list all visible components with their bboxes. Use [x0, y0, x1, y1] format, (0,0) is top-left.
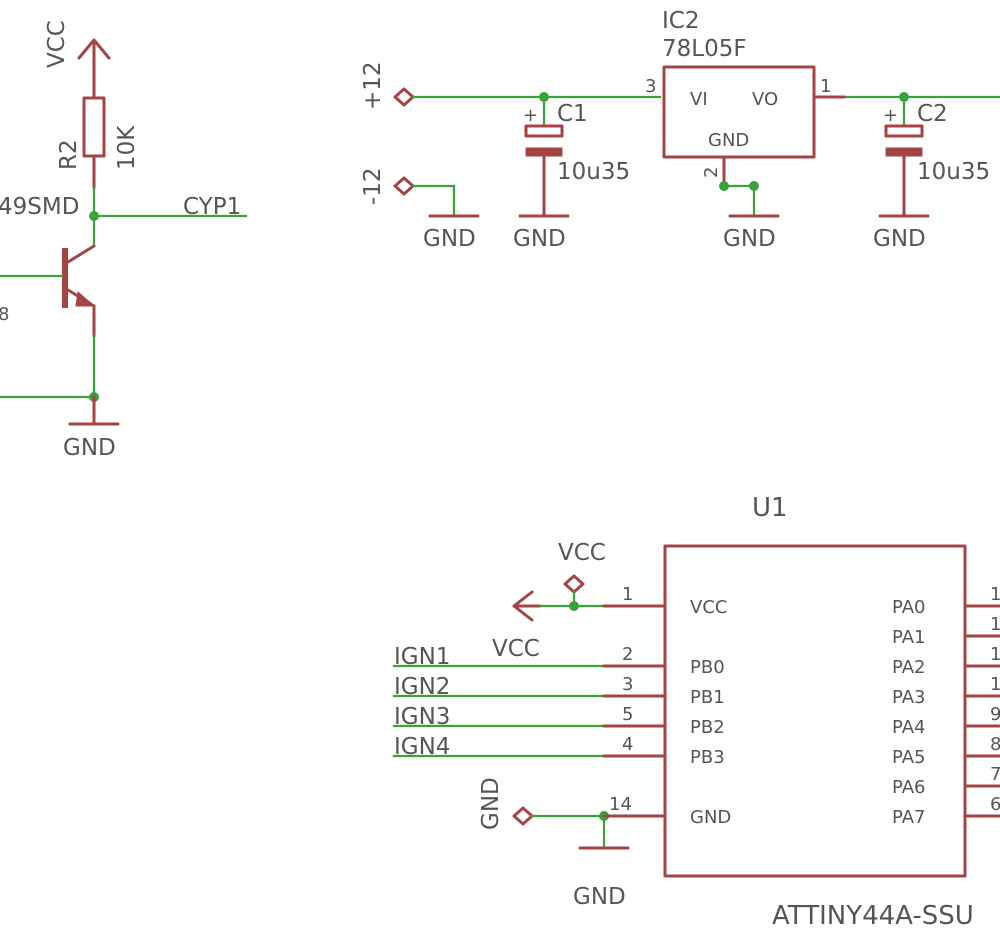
u1-pin-name: PA2	[892, 657, 925, 678]
vcc-arrow-symbol	[512, 590, 542, 622]
capacitor-c2-value: 10u35	[917, 159, 990, 185]
u1-pin-number: 4	[622, 734, 633, 755]
port-minus12-label: -12	[360, 167, 386, 205]
ign1-label: IGN1	[394, 644, 450, 670]
u1-pin-name: PB2	[690, 717, 725, 738]
ground-label: GND	[873, 226, 926, 252]
capacitor-c2-polarity: +	[883, 105, 898, 126]
vcc-port-symbol	[563, 574, 585, 594]
ground-label: GND	[513, 226, 566, 252]
junction-dot	[89, 211, 99, 221]
u1-pin-name: PA3	[892, 687, 925, 708]
ic2-pin-gnd-number: 2	[701, 167, 722, 178]
ign4-label: IGN4	[394, 734, 450, 760]
u1-name: U1	[752, 493, 788, 523]
ic2-pin-vi: VI	[690, 89, 708, 110]
port-plus12-label: +12	[360, 61, 386, 110]
ic2-pin-gnd: GND	[708, 130, 749, 151]
u1-pin-name: PA0	[892, 597, 925, 618]
u1-pin-name: PA1	[892, 627, 925, 648]
transistor-emitter-arrow	[75, 291, 96, 307]
capacitor-c2-name: C2	[917, 101, 948, 127]
u1-pin-number: 2	[622, 644, 633, 665]
vcc-arrow-symbol	[77, 38, 111, 100]
u1-pin-name: PB0	[690, 657, 725, 678]
capacitor-c1-name: C1	[557, 101, 588, 127]
ign3-label: IGN3	[394, 704, 450, 730]
u1-pin-number: 8	[990, 734, 1000, 755]
resistor-r2-value: 10K	[114, 125, 140, 170]
u1-pin-name: PB1	[690, 687, 725, 708]
capacitor-c1-plate	[524, 124, 564, 138]
ground-label: GND	[63, 435, 116, 461]
u1-right-pins: PA0 PA1 PA2 PA3 PA4 PA5 PA6 PA7 1 1 1 1 …	[892, 584, 1000, 828]
u1-pin-name: PA5	[892, 747, 925, 768]
capacitor-c1-value: 10u35	[557, 159, 630, 185]
u1-pin-number: 1	[622, 584, 633, 605]
port-minus12-symbol	[393, 176, 415, 196]
ic2-pin-vo: VO	[752, 89, 778, 110]
u1-pin-number: 1	[990, 614, 1000, 635]
u1-pin-number: 1	[990, 674, 1000, 695]
ic2-pin-in-number: 3	[645, 76, 656, 97]
u1-pin-number: 14	[609, 794, 632, 815]
transistor-collector	[66, 244, 96, 264]
transistor-label: 49SMD	[0, 194, 79, 220]
u1-pin-number: 9	[990, 704, 1000, 725]
ic2-name: IC2	[662, 8, 699, 34]
u1-pin-name: VCC	[690, 597, 727, 618]
junction-dot	[569, 601, 579, 611]
u1-pin-number: 1	[990, 644, 1000, 665]
gnd-port-label: GND	[478, 777, 504, 830]
capacitor-c2-plate	[884, 124, 924, 138]
capacitor-c1-polarity: +	[523, 105, 538, 126]
gnd-symbol-label: GND	[573, 884, 626, 910]
resistor-r2-name: R2	[56, 139, 82, 170]
ign2-label: IGN2	[394, 674, 450, 700]
u1-pin-number: 5	[622, 704, 633, 725]
transistor-pin-label: 8	[0, 304, 9, 325]
ic2-pin-out-number: 1	[820, 76, 831, 97]
u1-pin-name: PA7	[892, 807, 925, 828]
vcc-label: VCC	[44, 20, 70, 68]
u1-pin-number: 1	[990, 584, 1000, 605]
mcu-stage: U1 ATTINY44A-SSU VCC VCC IGN1 IGN2 IGN3 …	[392, 493, 1000, 931]
u1-pin-number: 3	[622, 674, 633, 695]
u1-pin-number: 7	[990, 764, 1000, 785]
vcc-net-label: VCC	[492, 636, 540, 662]
u1-pin-name: PA4	[892, 717, 925, 738]
u1-pin-name: PB3	[690, 747, 725, 768]
u1-pin-name: PA6	[892, 777, 925, 798]
port-plus12-symbol	[393, 87, 415, 107]
regulator-stage: +12 -12 GND + C1 10u35 GND IC2 78L05F 3 …	[360, 8, 1000, 252]
resistor-r2	[82, 96, 106, 158]
gnd-port-symbol	[512, 806, 534, 826]
cyp1-net-label: CYP1	[183, 194, 241, 220]
ic2-body	[662, 65, 816, 159]
u1-pin-name: GND	[690, 807, 731, 828]
ic2-part: 78L05F	[662, 36, 747, 62]
ground-label: GND	[423, 226, 476, 252]
vcc-port-label: VCC	[558, 540, 606, 566]
u1-pin-number: 6	[990, 794, 1000, 815]
u1-left-pins: 1 2 3 5 4 14 VCC PB0 PB1 PB2 PB3 GND	[602, 584, 731, 828]
junction-dot	[719, 181, 729, 191]
u1-part: ATTINY44A-SSU	[772, 901, 974, 931]
u1-body	[663, 544, 967, 878]
transistor-stage: VCC R2 10K CYP1 49SMD 8 GND	[0, 20, 248, 461]
ground-label: GND	[723, 226, 776, 252]
